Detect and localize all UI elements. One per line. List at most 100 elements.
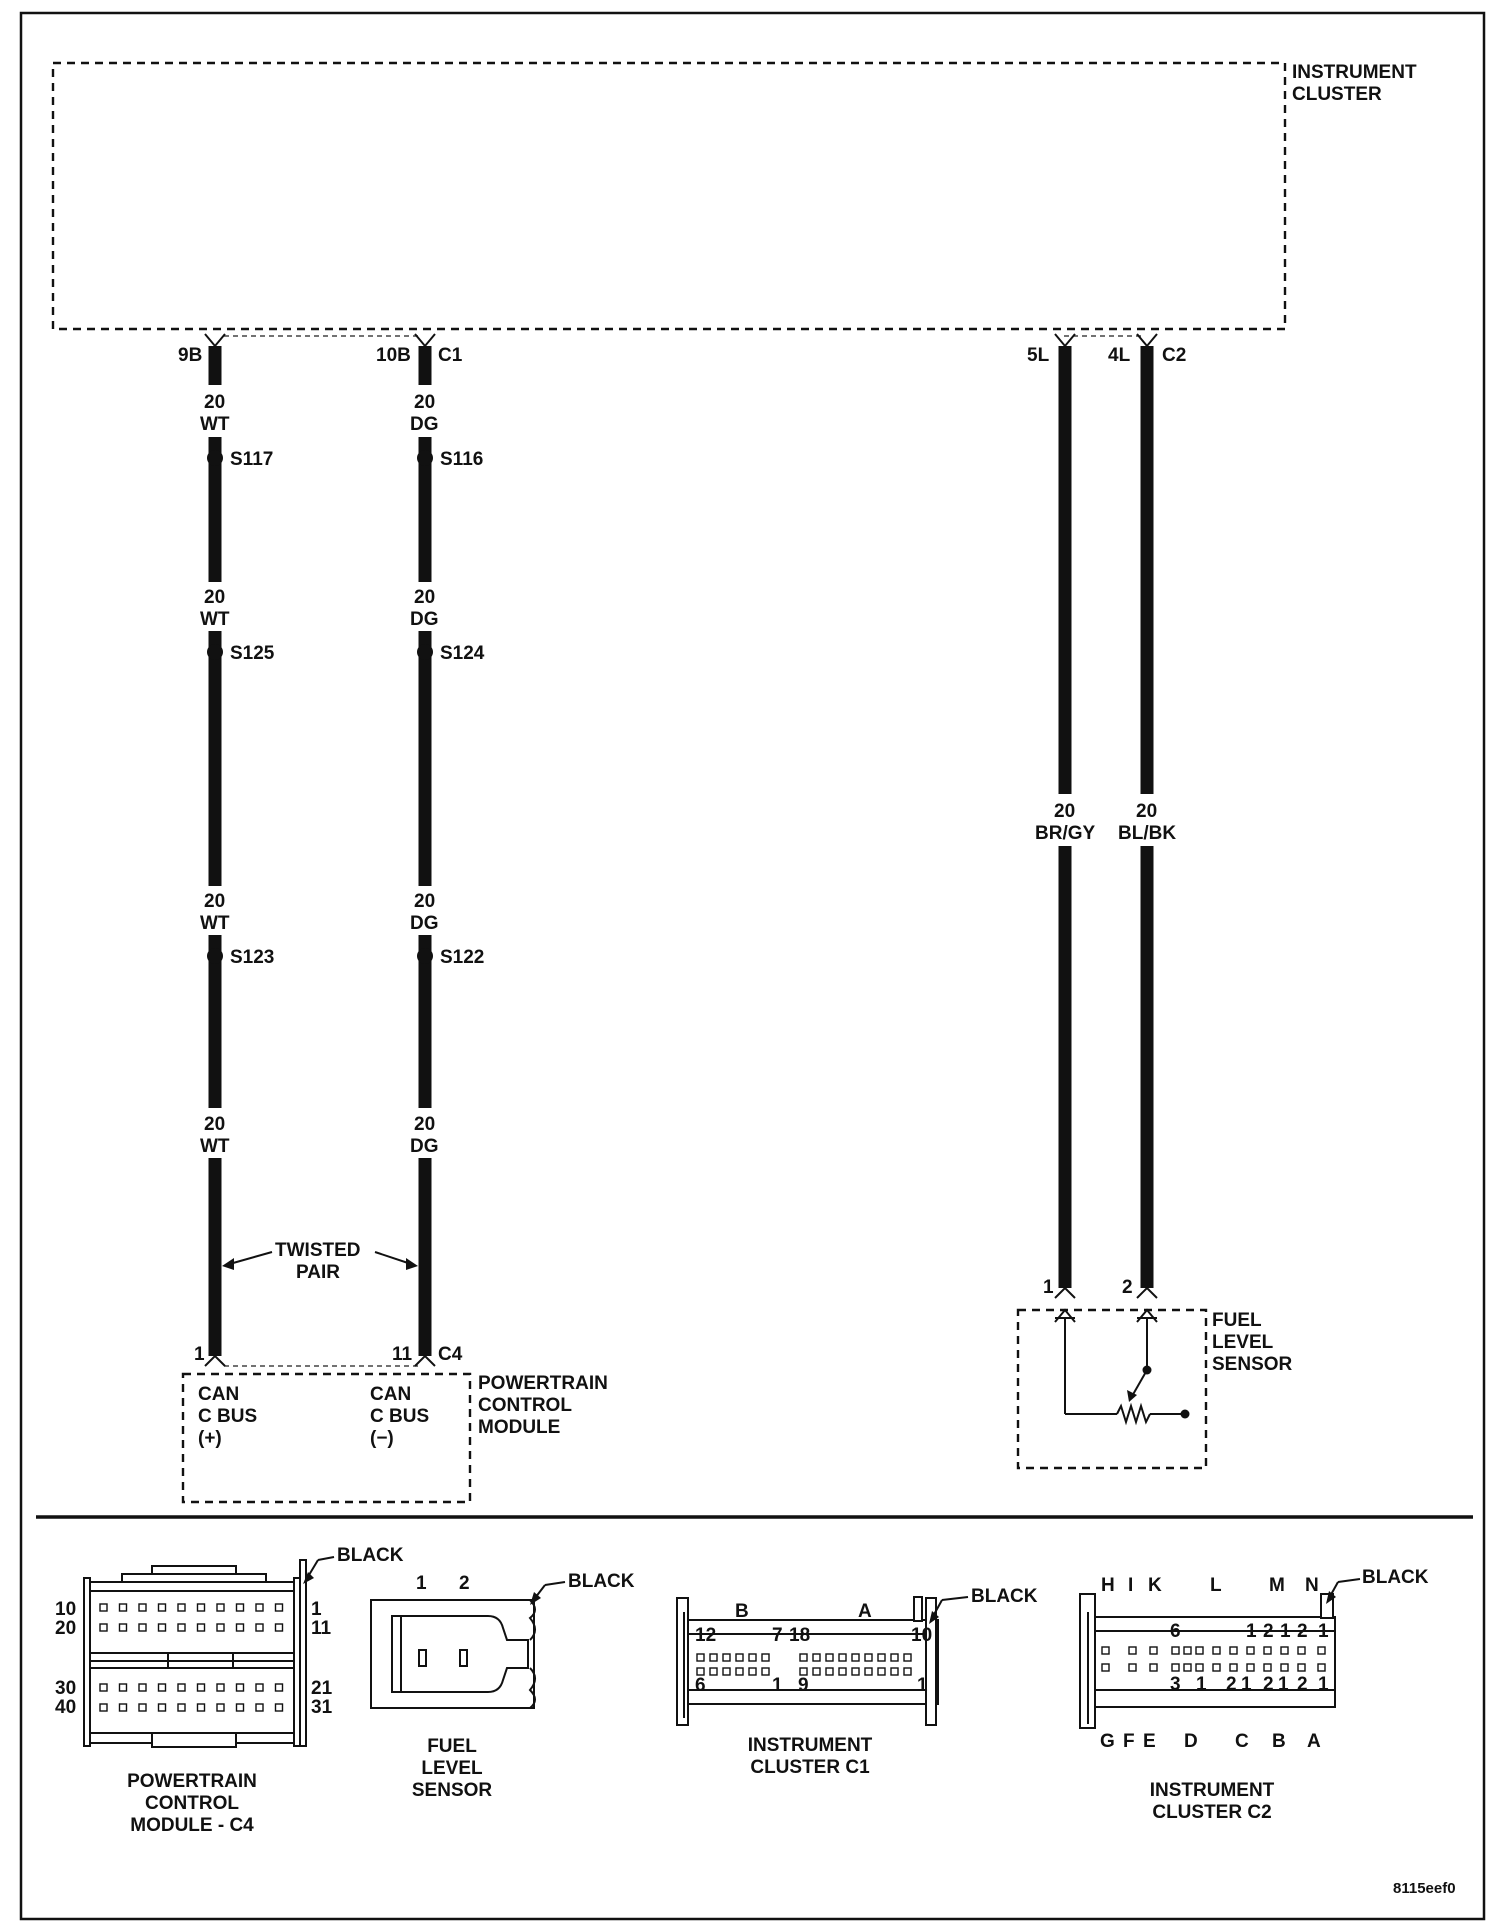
- connector-c4-label: C4: [438, 1344, 463, 1365]
- cavity-letter: L: [1210, 1575, 1222, 1596]
- splice-dot-s116: [417, 450, 433, 466]
- wire-color: WT: [200, 414, 230, 435]
- cavity-9b: 9B: [178, 345, 202, 366]
- connector-name-3: MODULE - C4: [130, 1815, 254, 1836]
- pin-number: 40: [55, 1697, 76, 1718]
- connector-name-1: FUEL: [427, 1736, 477, 1757]
- can-minus-function-2: C BUS: [370, 1406, 429, 1427]
- splice-label-s123: S123: [230, 947, 274, 968]
- connector-cavity: [196, 1603, 206, 1612]
- pin-number: 6: [1170, 1621, 1181, 1642]
- cavity-1: 1: [1043, 1277, 1054, 1298]
- connector-cavity: [851, 1653, 860, 1662]
- can-c-bus-plus-circuit: 9B 20 WT S117 20 WT S125 20 WT S123 20 W…: [178, 333, 275, 1367]
- cavity-11: 11: [392, 1344, 413, 1365]
- pin-number: 1: [1318, 1621, 1329, 1642]
- connector-cavity: [255, 1623, 264, 1632]
- connector-cavity: [235, 1603, 245, 1612]
- connector-cavity: [1229, 1646, 1238, 1655]
- splice-label-s125: S125: [230, 643, 275, 664]
- connector-cavity: [1246, 1646, 1255, 1655]
- splice-dot-s124: [417, 644, 433, 660]
- connector-cavity: [138, 1683, 147, 1692]
- svg-text:PAIR: PAIR: [296, 1262, 340, 1283]
- connector-cavity: [761, 1667, 770, 1676]
- can-plus-function-2: C BUS: [198, 1406, 257, 1427]
- connector-cavity: [903, 1667, 912, 1676]
- splice-dot-s117: [207, 450, 223, 466]
- connector-cavity: [1183, 1646, 1192, 1655]
- pin-number: 1: [311, 1599, 322, 1620]
- connector-name-3: SENSOR: [412, 1780, 493, 1801]
- pcm-c4-connector-view: BLACK 10 20 30 40 1 11 21 31 POWERTRAIN …: [55, 1545, 404, 1836]
- pin-number: 1: [1196, 1674, 1207, 1695]
- cavity-letter: A: [1307, 1731, 1321, 1752]
- cavity-letter: I: [1128, 1575, 1133, 1596]
- connector-cavity: [1317, 1663, 1326, 1672]
- connector-cavity: [1195, 1663, 1204, 1672]
- connector-cavity: [851, 1667, 860, 1676]
- instrument-cluster-c1-connector-view: BLACK B A 12 7 18 10 6 1 9 1 INSTRUMENT …: [676, 1586, 1038, 1778]
- fuel-level-return-circuit: 4L C2 20 BL/BK 2: [1108, 333, 1186, 1299]
- row-label: B: [735, 1601, 749, 1622]
- connector-cavity: [877, 1653, 886, 1662]
- diagram-code: 8115eef0: [1393, 1880, 1456, 1897]
- row-label: A: [858, 1601, 872, 1622]
- cavity-letter: F: [1123, 1731, 1135, 1752]
- connector-cavity: [812, 1667, 821, 1676]
- can-plus-function-3: (+): [198, 1428, 222, 1449]
- connector-cavity: [255, 1683, 264, 1692]
- fuel-level-sensor-connector-view: BLACK 1 2 FUEL LEVEL SENSOR: [370, 1571, 635, 1801]
- connector-cavity: [799, 1653, 808, 1662]
- wire-gauge: 20: [1136, 801, 1157, 822]
- can-plus-function-1: CAN: [198, 1384, 239, 1405]
- pin-number: 18: [789, 1625, 810, 1646]
- connector-cavity: [99, 1603, 108, 1612]
- connector-cavity: [1297, 1646, 1306, 1655]
- connector-cavity: [274, 1703, 284, 1712]
- pin-number: 20: [55, 1618, 76, 1639]
- pin-number: 1: [1241, 1674, 1252, 1695]
- connector-name-1: INSTRUMENT: [1150, 1780, 1275, 1801]
- connector-cavity: [177, 1683, 186, 1692]
- splice-label-s117: S117: [230, 449, 273, 470]
- connector-cavity: [799, 1667, 808, 1676]
- splice-dot-s125: [207, 644, 223, 660]
- pin-number: 1: [1278, 1674, 1289, 1695]
- color-label: BLACK: [568, 1571, 635, 1592]
- wire-color: BR/GY: [1035, 823, 1096, 844]
- pin-number: 2: [459, 1573, 470, 1594]
- pin-number: 9: [798, 1675, 809, 1696]
- splice-label-s124: S124: [440, 643, 485, 664]
- pcm-label-3: MODULE: [478, 1417, 560, 1438]
- pin-number: 7: [772, 1625, 783, 1646]
- connector-cavity: [118, 1703, 128, 1712]
- connector-cavity: [825, 1667, 834, 1676]
- pin-number: 1: [1246, 1621, 1257, 1642]
- connector-name-2: CLUSTER C1: [750, 1757, 870, 1778]
- cavity-letter: E: [1143, 1731, 1156, 1752]
- connector-cavity: [274, 1603, 284, 1612]
- connector-cavity: [196, 1623, 206, 1632]
- connector-cavity: [99, 1623, 108, 1632]
- connector-cavity: [709, 1653, 718, 1662]
- pin-number: 11: [311, 1618, 332, 1639]
- connector-cavity: [812, 1653, 821, 1662]
- connector-name-1: POWERTRAIN: [127, 1771, 257, 1792]
- wire-color: DG: [410, 414, 439, 435]
- connector-cavity: [1317, 1646, 1326, 1655]
- connector-name-1: INSTRUMENT: [748, 1735, 873, 1756]
- cavity-letter: M: [1269, 1575, 1285, 1596]
- connector-cavity: [196, 1683, 206, 1692]
- connector-cavity: [1171, 1646, 1180, 1655]
- connector-cavity: [1171, 1663, 1180, 1672]
- connector-cavity: [1212, 1646, 1221, 1655]
- connector-cavity: [157, 1603, 167, 1612]
- connector-cavity: [877, 1667, 886, 1676]
- splice-label-s122: S122: [440, 947, 484, 968]
- connector-cavity: [825, 1653, 834, 1662]
- connector-cavity: [157, 1683, 167, 1692]
- fuel-sensor-label-3: SENSOR: [1212, 1354, 1293, 1375]
- connector-name-2: LEVEL: [421, 1758, 483, 1779]
- connector-cavity: [748, 1653, 757, 1662]
